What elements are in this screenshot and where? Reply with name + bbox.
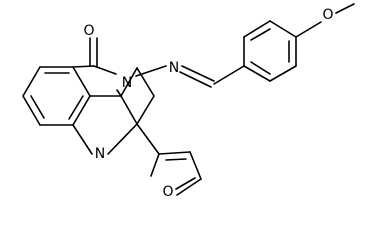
bond (175, 177, 196, 190)
bond (135, 65, 167, 77)
bond (120, 67, 138, 97)
bond (150, 153, 160, 177)
bond (72, 65, 95, 68)
imine-nitrogen-label: N (169, 60, 179, 76)
bond (165, 158, 187, 161)
bond (213, 65, 245, 85)
bond (158, 151, 191, 155)
bond (176, 178, 202, 196)
bond (269, 65, 297, 82)
bond (116, 89, 122, 97)
bond (269, 20, 297, 38)
bond (120, 95, 138, 125)
n1-nitrogen-label: N (95, 146, 105, 162)
bond (93, 65, 117, 75)
bond (136, 67, 155, 97)
atom-labels: O N N N O O (83, 7, 333, 200)
bond (179, 71, 212, 88)
carbonyl-oxygen-label: O (83, 23, 94, 39)
bond (181, 65, 215, 82)
bond (250, 28, 271, 41)
n3-nitrogen-label: N (122, 75, 132, 91)
bond (295, 21, 322, 38)
furan-oxygen-label: O (162, 184, 173, 200)
bond (136, 123, 160, 155)
methoxy-oxygen-label: O (322, 7, 333, 23)
bond (107, 123, 138, 155)
bond (72, 66, 91, 97)
bond (189, 151, 202, 180)
bond (243, 65, 271, 82)
bond (250, 61, 271, 75)
bond (30, 95, 45, 119)
structure-svg: O N N N O O (22, 3, 355, 200)
bond (335, 3, 355, 14)
bond (68, 95, 84, 120)
bond (72, 95, 91, 126)
bond (22, 95, 41, 126)
bond (22, 66, 41, 97)
bond (243, 20, 271, 38)
bond (72, 124, 93, 155)
molecule-diagram: O N N N O O (22, 3, 355, 200)
bonds (22, 3, 355, 196)
bond (136, 95, 155, 125)
